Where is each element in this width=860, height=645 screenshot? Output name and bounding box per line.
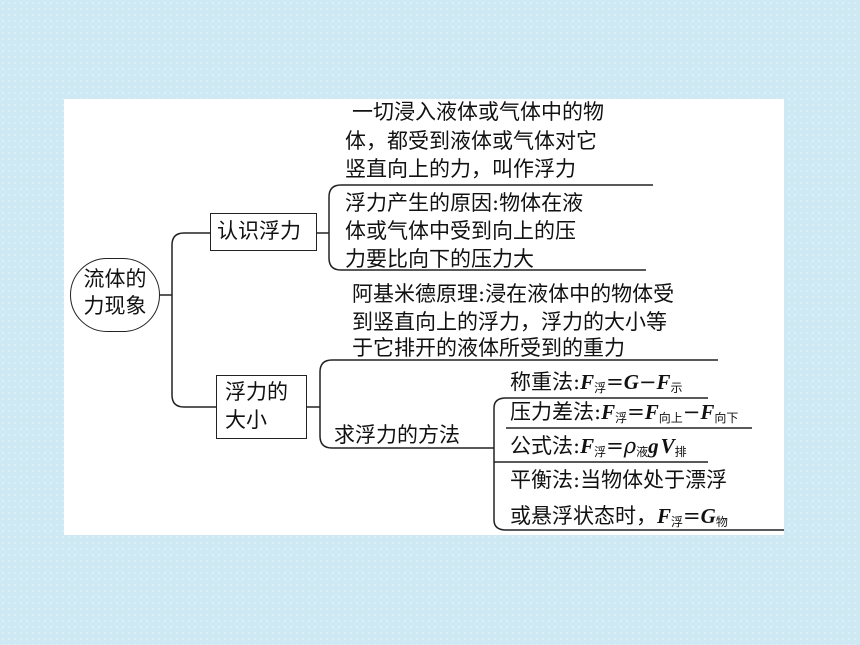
method-formula: 公式法:F浮=ρ液gV排 [510, 432, 687, 467]
balance-F: F [657, 504, 672, 528]
branch1-bracket [328, 184, 342, 271]
branch1-item1-line3: 竖直向上的力，叫作浮力 [345, 157, 576, 181]
methods-bracket [493, 397, 507, 531]
principle-line3: 于它排开的液体所受到的重力 [352, 336, 625, 360]
weighing-G: G [623, 370, 639, 394]
weighing-prefix: 称重法: [510, 370, 581, 394]
weighing-sub-show: 示 [670, 381, 683, 395]
root-node: 流体的 力现象 [70, 258, 160, 332]
root-bracket [171, 232, 185, 408]
pressure-sub-float: 浮 [615, 411, 628, 425]
branch1-label: 认识浮力 [217, 219, 301, 243]
principle-line2: 到竖直向上的浮力，浮力的大小等 [352, 310, 667, 334]
branch1-item2-line1: 浮力产生的原因:物体在液 [345, 191, 584, 215]
method-weighing: 称重法:F浮=G−F示 [510, 368, 683, 403]
pressure-sub-up: 向上 [658, 411, 683, 425]
pressure-prefix: 压力差法: [510, 400, 602, 424]
formula-g: g [648, 434, 659, 458]
branch2-label-line1: 浮力的 [225, 380, 288, 404]
balance-sub-float: 浮 [671, 515, 684, 529]
pressure-minus: − [682, 400, 701, 424]
pressure-F-down: F [700, 400, 715, 424]
branch1-node: 认识浮力 [210, 213, 317, 251]
branch1-item1-line1: 一切浸入液体或气体中的物 [352, 100, 604, 124]
branch2-bracket [319, 359, 333, 449]
pressure-F-up: F [644, 400, 659, 424]
pressure-F: F [601, 400, 616, 424]
balance-sub-object: 物 [715, 515, 728, 529]
branch2-node: 浮力的 大小 [216, 375, 307, 439]
pressure-sub-down: 向下 [714, 411, 739, 425]
balance-eq: = [683, 504, 701, 528]
root-label-line2: 力现象 [83, 294, 147, 318]
weighing-eq: = [606, 370, 624, 394]
formula-F: F [580, 434, 595, 458]
weighing-F2: F [656, 370, 671, 394]
formula-sub-liquid: 液 [636, 445, 649, 459]
methods-label: 求浮力的方法 [334, 423, 460, 447]
formula-prefix: 公式法: [510, 434, 581, 458]
formula-V: V [660, 434, 675, 458]
principle-line1: 阿基米德原理:浸在液体中的物体受 [352, 282, 675, 306]
weighing-sub-float: 浮 [594, 381, 607, 395]
method-pressure-difference: 压力差法:F浮=F向上−F向下 [510, 398, 738, 433]
branch1-item1-line2: 体，都受到液体或气体对它 [345, 129, 597, 153]
balance-G: G [700, 504, 716, 528]
root-label-line1: 流体的 [83, 267, 147, 291]
balance-line2: 或悬浮状态时，F浮=G物 [510, 502, 728, 537]
pressure-eq: = [627, 400, 645, 424]
weighing-F: F [580, 370, 595, 394]
balance-line1: 平衡法:当物体处于漂浮 [510, 468, 728, 492]
formula-sub-float: 浮 [594, 445, 607, 459]
balance-prefix: 或悬浮状态时， [510, 504, 657, 528]
formula-eq: = [606, 434, 624, 458]
branch1-item2-line3: 力要比向下的压力大 [345, 247, 534, 271]
formula-rho: ρ [623, 434, 637, 458]
weighing-minus: − [638, 370, 657, 394]
branch1-item2-line2: 体或气体中受到向上的压 [345, 219, 576, 243]
branch2-label-line2: 大小 [225, 408, 267, 432]
formula-sub-displaced: 排 [674, 445, 687, 459]
